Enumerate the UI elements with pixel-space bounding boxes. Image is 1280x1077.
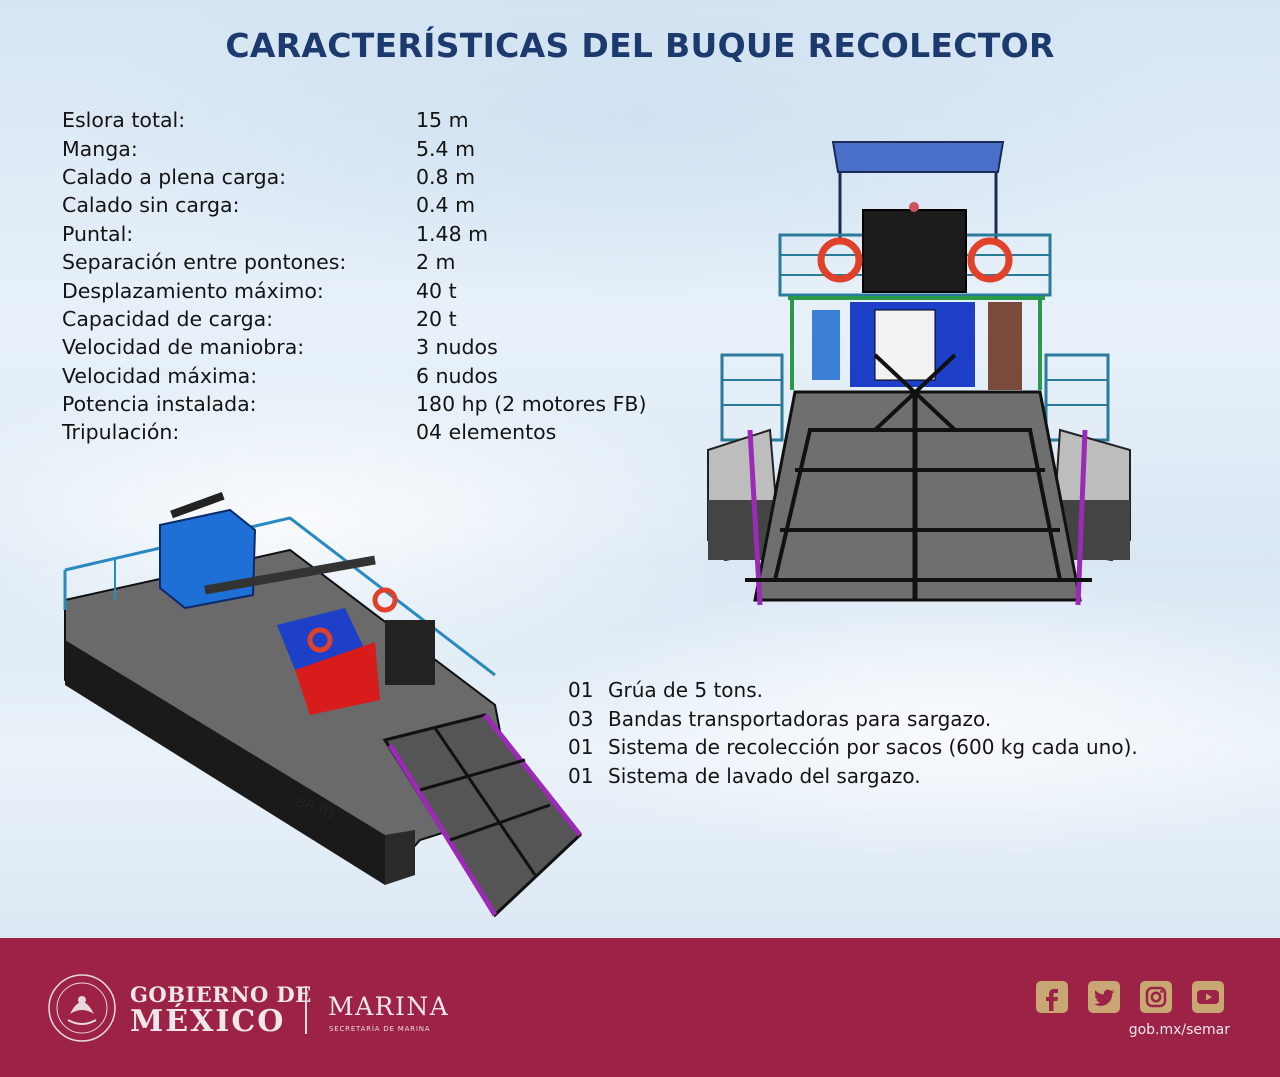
spec-value: 20 t [416,306,457,331]
spec-value: 1.48 m [416,221,489,246]
spec-label: Calado sin carga: [62,193,240,218]
spec-label: Tripulación: [62,420,180,445]
spec-value: 0.4 m [416,193,476,218]
equipment-text: Sistema de recolección por sacos (600 kg… [608,735,1138,760]
spec-row: Calado a plena carga: 0.8 m [62,163,702,191]
equipment-row: 03 Bandas transportadoras para sargazo. [568,705,1268,734]
spec-row: Tripulación: 04 elementos [62,418,702,446]
boat-front-view-illustration [707,141,1131,606]
spec-row: Puntal: 1.48 m [62,220,702,248]
spec-value: 2 m [416,250,456,275]
marina-subtitle: SECRETARÍA DE MARINA [329,1025,431,1033]
spec-row: Eslora total: 15 m [62,106,702,134]
equipment-list: 01 Grúa de 5 tons. 03 Bandas transportador… [568,676,1268,790]
spec-label: Separación entre pontones: [62,250,347,275]
youtube-icon[interactable] [1192,981,1224,1013]
equipment-qty: 01 [568,678,594,703]
gobierno-label: GOBIERNO DE [130,982,312,1007]
equipment-qty: 03 [568,706,594,731]
website-link[interactable]: gob.mx/semar [1128,1022,1230,1038]
equipment-row: 01 Sistema de lavado del sargazo. [568,762,1268,791]
spec-row: Separación entre pontones: 2 m [62,248,702,276]
spec-label: Desplazamiento máximo: [62,278,324,303]
spec-value: 5.4 m [416,136,476,161]
spec-value: 6 nudos [416,363,498,388]
spec-value: 3 nudos [416,335,498,360]
spec-label: Velocidad de maniobra: [62,335,305,360]
spec-label: Velocidad máxima: [62,363,258,388]
equipment-qty: 01 [568,735,594,760]
spec-value: 0.8 m [416,164,476,189]
spec-label: Puntal: [62,221,134,246]
spec-label: Calado a plena carga: [62,164,287,189]
spec-row: Capacidad de carga: 20 t [62,305,702,333]
mexico-seal-icon [48,974,116,1042]
specs-list: Eslora total: 15 m Manga: 5.4 m Calado a p… [62,106,702,447]
spec-label: Eslora total: [62,108,186,133]
page-title: CARACTERÍSTICAS DEL BUQUE RECOLECTOR [225,26,1055,65]
spec-label: Capacidad de carga: [62,306,274,331]
spec-value: 15 m [416,108,469,133]
equipment-text: Bandas transportadoras para sargazo. [608,706,992,731]
equipment-text: Sistema de lavado del sargazo. [608,763,921,788]
spec-row: Velocidad máxima: 6 nudos [62,362,702,390]
marina-label: MARINA [328,992,450,1021]
spec-value: 04 elementos [416,420,557,445]
equipment-row: 01 Sistema de recolección por sacos (600 … [568,733,1268,762]
spec-label: Potencia instalada: [62,392,257,417]
spec-label: Manga: [62,136,138,161]
spec-row: Potencia instalada: 180 hp (2 motores FB) [62,390,702,418]
spec-row: Calado sin carga: 0.4 m [62,191,702,219]
spec-value: 180 hp (2 motores FB) [416,392,647,417]
facebook-icon[interactable] [1036,981,1068,1013]
boat-isometric-view-illustration: BR 01 [63,491,583,918]
twitter-icon[interactable] [1088,981,1120,1013]
equipment-qty: 01 [568,763,594,788]
spec-row: Velocidad de maniobra: 3 nudos [62,333,702,361]
instagram-icon[interactable] [1140,981,1172,1013]
spec-value: 40 t [416,278,457,303]
footer-divider [305,986,307,1034]
mexico-label: MÉXICO [130,1004,286,1039]
equipment-row: 01 Grúa de 5 tons. [568,676,1268,705]
equipment-text: Grúa de 5 tons. [608,678,763,703]
spec-row: Desplazamiento máximo: 40 t [62,276,702,304]
spec-row: Manga: 5.4 m [62,134,702,162]
